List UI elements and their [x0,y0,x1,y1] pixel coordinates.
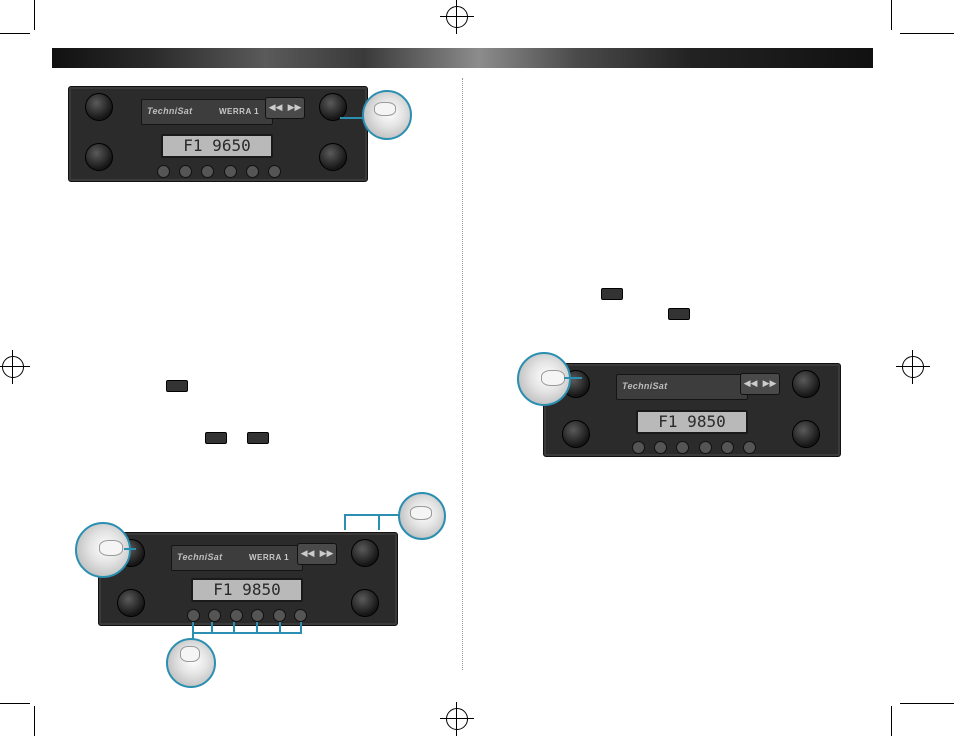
car-radio-top-left: TechniSat WERRA 1 ◀◀ ▶▶ F1 9650 [68,86,368,182]
frequency-display: F1 9850 [191,578,303,602]
brand-label: TechniSat [622,381,668,391]
rewind-forward-buttons[interactable]: ◀◀ ▶▶ [740,373,780,395]
finger-pointer-icon [517,352,571,406]
preset-keys [187,609,307,622]
rewind-icon: ◀◀ [268,103,283,113]
frequency-display: F1 9850 [636,410,748,434]
preset-key[interactable] [272,609,286,622]
preset-key[interactable] [187,609,200,622]
rewind-forward-buttons[interactable]: ◀◀ ▶▶ [265,97,305,119]
cd-knob[interactable] [792,420,820,448]
fingernail-icon [180,646,200,662]
scan-knob[interactable] [351,539,379,567]
inline-button-icon [668,308,690,320]
fingernail-icon [410,506,432,520]
knob-bracket-line [344,514,380,516]
finger-pointer-icon [75,522,131,578]
registration-mark-bottom [440,702,474,736]
fingernail-icon [374,102,396,116]
preset-key[interactable] [293,609,307,622]
registration-mark-top [440,0,474,34]
cassette-door [171,545,303,571]
crop-mark [34,706,35,736]
forward-icon: ▶▶ [319,549,334,559]
pointer-arrow [564,377,582,379]
preset-bracket-tick [256,622,258,632]
preset-key[interactable] [201,165,215,178]
preset-bracket-tick [233,622,235,632]
preset-pointer-line [192,622,194,640]
tuning-knob[interactable] [117,589,145,617]
preset-key[interactable] [720,441,734,454]
header-banner [52,48,873,68]
scan-knob[interactable] [792,370,820,398]
crop-mark [0,33,30,34]
preset-bracket-tick [211,622,213,632]
forward-icon: ▶▶ [287,103,302,113]
volume-knob[interactable] [85,93,113,121]
cassette-door [141,99,273,125]
preset-bracket-line [192,632,302,634]
crop-mark [891,706,892,736]
preset-keys [632,441,756,454]
finger-pointer-icon [166,638,216,688]
inline-button-icon [205,432,227,444]
preset-key[interactable] [157,165,170,178]
fingernail-icon [99,540,123,556]
brand-label: TechniSat [147,106,193,116]
registration-mark-right [896,350,930,384]
crop-mark [900,33,954,34]
cassette-door [616,374,748,400]
model-label: WERRA 1 [249,553,290,562]
preset-keys [157,165,281,178]
rewind-icon: ◀◀ [300,549,315,559]
car-radio-bottom-left: TechniSat WERRA 1 ◀◀ ▶▶ F1 9850 [98,532,398,626]
crop-mark [891,0,892,30]
knob-bracket-tick [378,514,380,530]
preset-bracket-tick [300,622,302,632]
inline-button-icon [166,380,188,392]
preset-key[interactable] [742,441,756,454]
knob-pointer-line [378,514,400,516]
finger-pointer-icon [362,90,412,140]
knob-bracket-tick [344,514,346,530]
frequency-display: F1 9650 [161,134,273,158]
rewind-icon: ◀◀ [743,379,758,389]
preset-key[interactable] [179,165,193,178]
preset-key[interactable] [676,441,690,454]
fingernail-icon [541,370,565,386]
scan-knob[interactable] [319,93,347,121]
preset-key[interactable] [208,609,222,622]
crop-mark [34,0,35,30]
preset-key[interactable] [632,441,645,454]
brand-label: TechniSat [177,552,223,562]
registration-mark-left [0,350,30,384]
preset-key[interactable] [267,165,281,178]
cd-knob[interactable] [319,143,347,171]
pointer-arrow [124,548,136,550]
rewind-forward-buttons[interactable]: ◀◀ ▶▶ [297,543,337,565]
crop-mark [900,703,954,704]
preset-key[interactable] [654,441,668,454]
preset-key[interactable] [229,609,243,622]
page-divider [462,78,463,670]
finger-pointer-icon [398,492,446,540]
preset-key[interactable] [698,441,712,454]
tuning-knob[interactable] [562,420,590,448]
preset-key[interactable] [245,165,259,178]
car-radio-right: TechniSat ◀◀ ▶▶ F1 9850 [543,363,841,457]
inline-button-icon [247,432,269,444]
preset-bracket-tick [279,622,281,632]
forward-icon: ▶▶ [762,379,777,389]
preset-key[interactable] [251,609,265,622]
preset-key[interactable] [223,165,237,178]
pointer-arrow [340,117,366,119]
tuning-knob[interactable] [85,143,113,171]
model-label: WERRA 1 [219,107,260,116]
cd-knob[interactable] [351,589,379,617]
inline-button-icon [601,288,623,300]
crop-mark [0,703,30,704]
